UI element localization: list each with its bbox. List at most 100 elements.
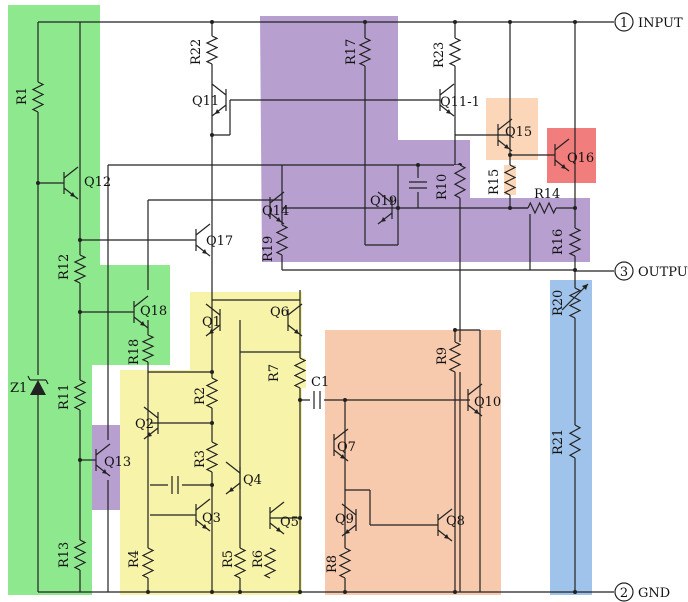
resistor-r4: [141, 547, 155, 579]
resistor-r2: [205, 377, 219, 409]
label-r20: R20: [551, 290, 566, 316]
transistor-q18: [133, 295, 149, 329]
region-purple-main: [260, 16, 590, 262]
label-r7: R7: [267, 364, 282, 382]
label-q8: Q8: [446, 514, 465, 529]
label-r11: R11: [57, 384, 72, 410]
resistor-r7: [293, 357, 307, 389]
region-green-startup: [8, 5, 170, 595]
label-r6: R6: [251, 550, 266, 568]
resistor-r10: [453, 164, 467, 199]
transistor-q1: [205, 303, 221, 337]
label-q4: Q4: [243, 473, 262, 488]
r20-trim-arrow: [561, 283, 589, 311]
resistor-r15: [503, 164, 517, 196]
label-r17: R17: [344, 39, 359, 65]
label-r3: R3: [193, 450, 208, 468]
region-peach-q15: [486, 98, 538, 160]
transistor-q4: [225, 461, 241, 495]
label-q12: Q12: [84, 175, 111, 190]
transistor-q19: [377, 191, 393, 225]
label-q9: Q9: [335, 512, 354, 527]
label-r14: R14: [534, 187, 560, 202]
transistor-q15: [497, 118, 513, 152]
pin-1-number: 1: [620, 16, 628, 31]
transistor-symbols: [63, 83, 570, 542]
transistor-q11: [211, 83, 227, 117]
resistor-r19: [275, 224, 289, 256]
resistor-r20: [568, 287, 582, 319]
label-q14: Q14: [262, 204, 289, 219]
label-r16: R16: [551, 229, 566, 255]
transistor-q17: [195, 223, 211, 257]
region-purple-q13: [92, 425, 122, 510]
label-r12: R12: [57, 254, 72, 280]
resistor-symbols: [31, 35, 582, 579]
label-r5: R5: [221, 550, 236, 568]
resistor-r13: [73, 539, 87, 571]
transistor-q16: [554, 138, 570, 172]
label-r22: R22: [189, 39, 204, 65]
resistor-r12: [73, 254, 87, 284]
label-q15: Q15: [505, 125, 532, 140]
transistor-q3: [195, 498, 211, 532]
pin-3-output[interactable]: 3 OUTPUT: [614, 261, 688, 281]
label-q13: Q13: [104, 455, 131, 470]
label-q11: Q11: [192, 94, 219, 109]
transistor-q10: [467, 383, 483, 417]
resistor-r5: [233, 547, 247, 579]
resistor-r16: [568, 227, 582, 257]
resistor-r14: [527, 201, 557, 215]
resistor-r23: [448, 37, 462, 67]
label-r18: R18: [127, 339, 142, 365]
label-r19: R19: [261, 236, 276, 262]
label-r4: R4: [127, 550, 142, 568]
resistor-r8: [338, 547, 352, 579]
label-r2: R2: [193, 387, 208, 405]
resistor-r11: [73, 379, 87, 411]
resistor-r22: [205, 35, 219, 65]
label-q7: Q7: [337, 440, 356, 455]
label-q5: Q5: [280, 515, 299, 530]
resistor-r1: [31, 81, 45, 113]
label-q2: Q2: [135, 417, 154, 432]
transistor-q7: [333, 428, 349, 462]
label-q10: Q10: [474, 395, 501, 410]
transistor-q9: [341, 503, 357, 537]
label-r8: R8: [325, 555, 340, 573]
label-z1: Z1: [10, 381, 27, 396]
label-q17: Q17: [206, 234, 233, 249]
label-q3: Q3: [202, 511, 221, 526]
transistor-q12: [63, 166, 79, 200]
label-q6: Q6: [270, 305, 289, 320]
resistor-r6: [263, 547, 277, 579]
label-q19: Q19: [370, 194, 397, 209]
label-r21: R21: [551, 429, 566, 455]
pin-1-input[interactable]: 1 INPUT: [614, 12, 683, 32]
transistor-q5: [269, 501, 285, 535]
label-r15: R15: [487, 169, 502, 195]
pin-2-gnd[interactable]: 2 GND: [614, 582, 670, 602]
pin-2-number: 2: [620, 586, 628, 601]
region-highlights: [8, 5, 596, 595]
label-q11-1: Q11-1: [440, 95, 480, 110]
label-q1: Q1: [202, 315, 221, 330]
transistor-q14: [269, 191, 285, 225]
label-c1: C1: [311, 375, 329, 390]
resistor-r9: [448, 341, 462, 373]
pin-3-label: OUTPUT: [638, 265, 688, 280]
transistor-q13: [95, 443, 111, 477]
pin-2-label: GND: [638, 586, 670, 601]
label-r23: R23: [432, 42, 447, 68]
region-salmon-gain: [325, 330, 501, 595]
resistor-r3: [205, 441, 219, 473]
transistor-q2: [143, 406, 159, 440]
resistor-r17: [358, 37, 372, 67]
resistor-r21: [568, 424, 582, 459]
capacitor-symbols: [168, 178, 427, 494]
label-r13: R13: [57, 542, 72, 568]
label-q16: Q16: [567, 151, 594, 166]
resistor-r18: [141, 334, 155, 363]
label-r9: R9: [435, 347, 450, 365]
